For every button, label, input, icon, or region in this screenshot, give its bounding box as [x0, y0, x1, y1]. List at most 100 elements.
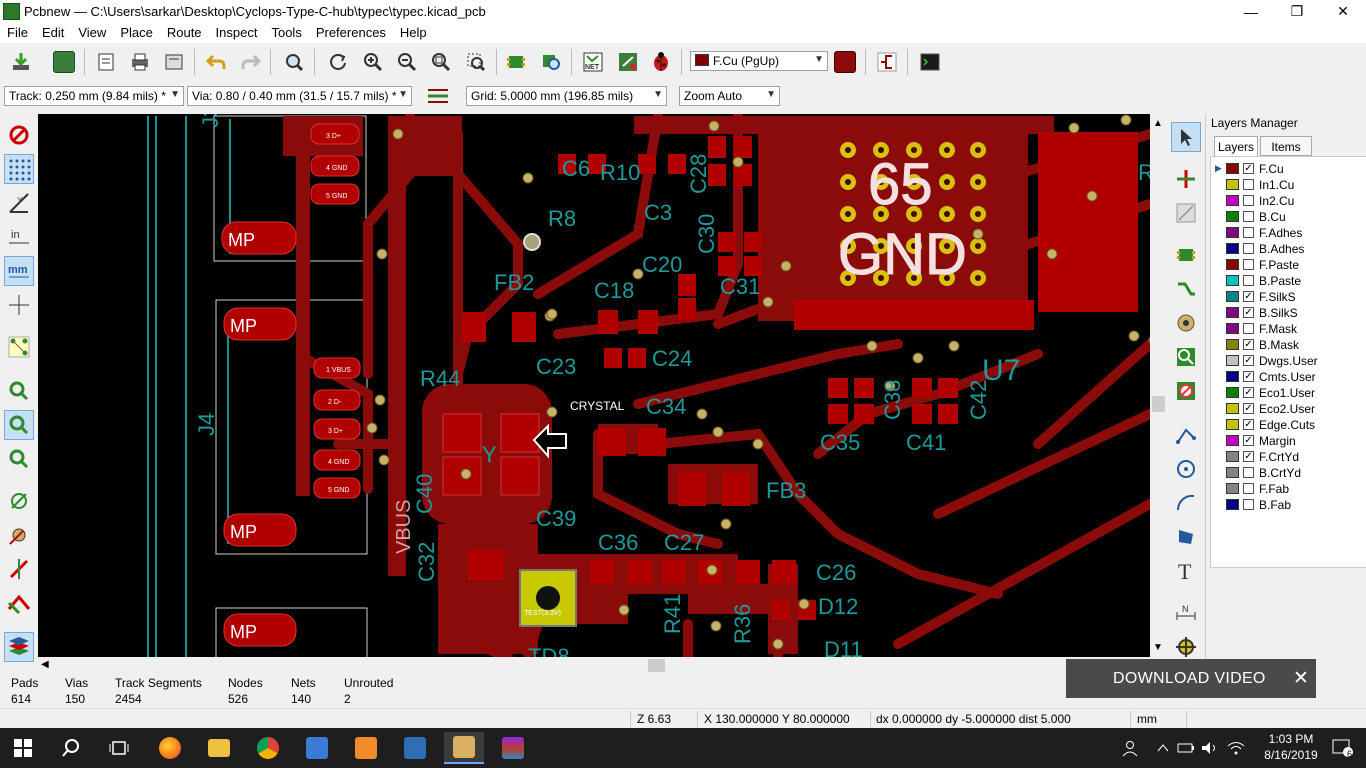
page-settings-icon[interactable]: [93, 49, 119, 75]
layer-visibility-checkbox[interactable]: ✓: [1243, 387, 1254, 398]
scroll-down-icon[interactable]: ▼: [1153, 642, 1163, 653]
zone-fill-icon[interactable]: [4, 376, 34, 406]
highlight-net-icon[interactable]: [1171, 164, 1201, 194]
layer-visibility-checkbox[interactable]: ✓: [1243, 307, 1254, 318]
layers-manager-toggle-icon[interactable]: [4, 632, 34, 662]
add-keepout-icon[interactable]: [1171, 376, 1201, 406]
menu-edit[interactable]: Edit: [41, 25, 65, 40]
layer-row[interactable]: B.Fab: [1211, 497, 1361, 513]
menu-preferences[interactable]: Preferences: [315, 25, 386, 40]
layer-visibility-checkbox[interactable]: [1243, 275, 1254, 286]
show-ratsnest-icon[interactable]: [4, 332, 34, 362]
layer-visibility-checkbox[interactable]: ✓: [1243, 355, 1254, 366]
menu-help[interactable]: Help: [399, 25, 427, 40]
layer-pair-icon[interactable]: [832, 49, 858, 75]
layer-row[interactable]: ✓Edge.Cuts: [1211, 417, 1361, 433]
layer-color-swatch[interactable]: [1226, 419, 1239, 430]
layer-row[interactable]: ✓F.CrtYd: [1211, 449, 1361, 465]
auto-track-width-icon[interactable]: [425, 83, 451, 109]
chrome-icon[interactable]: [248, 732, 288, 764]
layer-visibility-checkbox[interactable]: [1243, 179, 1254, 190]
plot-icon[interactable]: [161, 49, 187, 75]
app-icon[interactable]: [297, 732, 337, 764]
firefox-icon[interactable]: [150, 732, 190, 764]
drc-ladybug-icon[interactable]: [648, 49, 674, 75]
layer-row[interactable]: F.Adhes: [1211, 225, 1361, 241]
layer-color-swatch[interactable]: [1226, 355, 1239, 366]
scroll-thumb[interactable]: [648, 659, 665, 672]
close-icon[interactable]: ✕: [1293, 668, 1309, 689]
layer-color-swatch[interactable]: [1226, 179, 1239, 190]
via-sketch-icon[interactable]: [4, 520, 34, 550]
save-board-icon[interactable]: [8, 49, 34, 75]
battery-icon[interactable]: [1172, 732, 1200, 764]
winrar-icon[interactable]: [493, 732, 533, 764]
layer-visibility-checkbox[interactable]: ✓: [1243, 339, 1254, 350]
zoom-select[interactable]: Zoom Auto▼: [679, 86, 780, 106]
layer-color-swatch[interactable]: [1226, 291, 1239, 302]
scroll-thumb[interactable]: [1152, 396, 1165, 412]
layer-visibility-checkbox[interactable]: ✓: [1243, 371, 1254, 382]
layer-visibility-checkbox[interactable]: [1243, 259, 1254, 270]
layer-row[interactable]: F.Mask: [1211, 321, 1361, 337]
layer-row[interactable]: B.Cu: [1211, 209, 1361, 225]
add-footprint-icon[interactable]: [1171, 240, 1201, 270]
vertical-scrollbar[interactable]: ▲ ▼: [1150, 114, 1167, 657]
draw-polygon-icon[interactable]: [1171, 522, 1201, 552]
file-explorer-icon[interactable]: [199, 732, 239, 764]
pcb-canvas[interactable]: J3 J4 C6 R10 C28 R8 C3 C30 C20 FB2 C18 C…: [38, 114, 1150, 657]
add-text-icon[interactable]: T: [1171, 556, 1201, 586]
pad-sketch-icon[interactable]: [4, 486, 34, 516]
find-icon[interactable]: [281, 49, 307, 75]
via-size-select[interactable]: Via: 0.80 / 0.40 mm (31.5 / 15.7 mils) *…: [187, 86, 412, 106]
layer-visibility-checkbox[interactable]: [1243, 483, 1254, 494]
minimize-button[interactable]: —: [1244, 3, 1258, 20]
redo-icon[interactable]: [238, 49, 264, 75]
layer-row[interactable]: In2.Cu: [1211, 193, 1361, 209]
active-layer-select[interactable]: F.Cu (PgUp)▼: [690, 51, 828, 71]
layer-row[interactable]: F.Fab: [1211, 481, 1361, 497]
layer-color-swatch[interactable]: [1226, 371, 1239, 382]
layer-visibility-checkbox[interactable]: ✓: [1243, 419, 1254, 430]
redraw-icon[interactable]: [325, 49, 351, 75]
tab-items[interactable]: Items: [1260, 136, 1312, 156]
layer-row[interactable]: In1.Cu: [1211, 177, 1361, 193]
layer-visibility-checkbox[interactable]: [1243, 211, 1254, 222]
layer-visibility-checkbox[interactable]: [1243, 243, 1254, 254]
add-via-icon[interactable]: [1171, 308, 1201, 338]
zoom-out-icon[interactable]: [394, 49, 420, 75]
menu-file[interactable]: File: [7, 25, 28, 40]
drc-off-icon[interactable]: [4, 120, 34, 150]
layer-color-swatch[interactable]: [1226, 195, 1239, 206]
search-icon[interactable]: [51, 732, 91, 764]
grid-select[interactable]: Grid: 5.0000 mm (196.85 mils)▼: [466, 86, 667, 106]
microwave-tools-icon[interactable]: [874, 49, 900, 75]
layer-row[interactable]: ✓Cmts.User: [1211, 369, 1361, 385]
volume-icon[interactable]: [1196, 732, 1224, 764]
layer-visibility-checkbox[interactable]: ✓: [1243, 291, 1254, 302]
layer-color-swatch[interactable]: [1226, 211, 1239, 222]
layer-visibility-checkbox[interactable]: ✓: [1243, 403, 1254, 414]
menu-place[interactable]: Place: [120, 25, 153, 40]
layer-color-swatch[interactable]: [1226, 275, 1239, 286]
undo-icon[interactable]: [203, 49, 229, 75]
menu-inspect[interactable]: Inspect: [215, 25, 258, 40]
layer-row[interactable]: B.CrtYd: [1211, 465, 1361, 481]
close-button[interactable]: ✕: [1337, 3, 1349, 19]
select-cursor-icon[interactable]: [1171, 122, 1201, 152]
menu-route[interactable]: Route: [166, 25, 202, 40]
layer-color-swatch[interactable]: [1226, 435, 1239, 446]
layer-row[interactable]: ✓Eco2.User: [1211, 401, 1361, 417]
zoom-in-icon[interactable]: [360, 49, 386, 75]
layer-visibility-checkbox[interactable]: ✓: [1243, 435, 1254, 446]
download-video-label[interactable]: DOWNLOAD VIDEO: [1113, 670, 1266, 687]
zoom-fit-icon[interactable]: [428, 49, 454, 75]
layer-color-swatch[interactable]: [1226, 323, 1239, 334]
menu-tools[interactable]: Tools: [271, 25, 302, 40]
netlist-icon[interactable]: NET: [580, 49, 606, 75]
scroll-left-icon[interactable]: ◀: [41, 659, 49, 670]
layer-visibility-checkbox[interactable]: [1243, 323, 1254, 334]
layer-color-swatch[interactable]: [1226, 467, 1239, 478]
app-icon[interactable]: [395, 732, 435, 764]
